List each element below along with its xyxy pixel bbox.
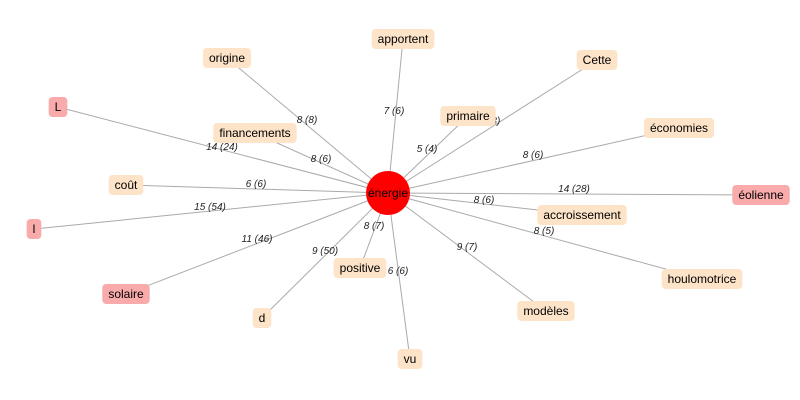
edge-origine (226, 57, 389, 194)
node-box-vu[interactable] (397, 349, 423, 369)
node-box-primaire[interactable] (440, 106, 496, 126)
node-label-modeles: modèles (523, 304, 568, 318)
node-modeles[interactable]: modèles (517, 301, 575, 321)
node-label-origine: origine (209, 51, 245, 65)
edge-label-origine: 8 (8) (297, 115, 318, 126)
edge-label-d: 9 (50) (312, 246, 338, 257)
center-node[interactable]: énergie (366, 171, 410, 215)
edge-labels-layer: 8 (8)7 (6)8 (3)5 (4)8 (6)14 (24)8 (6)6 (… (194, 106, 590, 277)
node-economies[interactable]: économies (643, 118, 715, 138)
center-node-circle[interactable] (366, 171, 410, 215)
edge-label-houlomotrice: 8 (5) (534, 226, 555, 237)
node-box-apportent[interactable] (371, 29, 435, 49)
node-label-accroissement: accroissement (543, 208, 621, 222)
edge-label-vu: 6 (6) (388, 266, 409, 277)
node-label-primaire: primaire (446, 109, 490, 123)
node-label-vu: vu (404, 352, 417, 366)
node-d[interactable]: d (252, 308, 272, 328)
edge-apportent (387, 38, 404, 194)
edge-cette (387, 59, 598, 194)
node-box-accroissement[interactable] (537, 205, 627, 225)
node-l-lower[interactable]: l (26, 219, 42, 239)
edge-houlomotrice (387, 192, 703, 280)
edge-label-solaire: 11 (46) (242, 234, 273, 245)
node-houlomotrice[interactable]: houlomotrice (661, 269, 743, 289)
edge-economies (387, 127, 680, 194)
node-label-positive: positive (340, 261, 381, 275)
node-box-houlomotrice[interactable] (661, 269, 743, 289)
node-label-l-lower: l (33, 222, 36, 236)
edge-d (261, 192, 389, 319)
node-box-solaire[interactable] (102, 284, 150, 304)
node-box-modeles[interactable] (517, 301, 575, 321)
edge-label-primaire: 5 (4) (417, 144, 438, 155)
edge-label-l-upper: 14 (24) (206, 142, 238, 153)
edge-modeles (387, 192, 547, 312)
node-primaire[interactable]: primaire (440, 106, 496, 126)
node-box-financements[interactable] (213, 123, 297, 143)
edge-vu (387, 192, 411, 360)
node-box-cout[interactable] (108, 175, 144, 195)
edge-eolienne (387, 192, 762, 196)
node-box-positive[interactable] (333, 258, 387, 278)
node-box-l-upper[interactable] (48, 97, 68, 117)
edge-label-economies: 8 (6) (523, 150, 544, 161)
node-solaire[interactable]: solaire (102, 284, 150, 304)
node-box-economies[interactable] (643, 118, 715, 138)
node-label-d: d (259, 311, 266, 325)
edge-cout (125, 184, 389, 194)
edge-solaire (125, 192, 389, 295)
node-box-eolienne[interactable] (732, 185, 790, 205)
node-accroissement[interactable]: accroissement (537, 205, 627, 225)
edge-label-cout: 6 (6) (246, 179, 267, 190)
edge-label-accroissement: 8 (6) (474, 195, 495, 206)
node-box-origine[interactable] (202, 48, 252, 68)
node-label-eolienne: éolienne (738, 188, 784, 202)
edge-l-lower (33, 192, 389, 230)
node-cout[interactable]: coût (108, 175, 144, 195)
edge-label-l-lower: 15 (54) (194, 202, 226, 213)
node-label-houlomotrice: houlomotrice (668, 272, 737, 286)
node-label-l-upper: L (55, 100, 62, 114)
node-financements[interactable]: financements (213, 123, 297, 143)
node-label-apportent: apportent (378, 32, 429, 46)
edge-label-apportent: 7 (6) (384, 106, 405, 117)
node-label-financements: financements (219, 126, 290, 140)
edge-l-upper (57, 106, 389, 194)
node-vu[interactable]: vu (397, 349, 423, 369)
node-origine[interactable]: origine (202, 48, 252, 68)
edge-label-modeles: 9 (7) (457, 242, 478, 253)
edge-label-positive: 8 (7) (364, 221, 385, 232)
node-box-l-lower[interactable] (26, 219, 42, 239)
edge-label-eolienne: 14 (28) (558, 184, 590, 195)
node-label-solaire: solaire (108, 287, 144, 301)
node-positive[interactable]: positive (333, 258, 387, 278)
node-box-d[interactable] (252, 308, 272, 328)
node-label-economies: économies (650, 121, 708, 135)
center-node-label: énergie (368, 186, 408, 200)
node-label-cout: coût (115, 178, 138, 192)
edges-layer (33, 38, 762, 360)
node-eolienne[interactable]: éolienne (732, 185, 790, 205)
node-apportent[interactable]: apportent (371, 29, 435, 49)
node-cette[interactable]: Cette (576, 50, 618, 70)
edge-label-financements: 8 (6) (311, 154, 332, 165)
node-label-cette: Cette (583, 53, 612, 67)
node-l-upper[interactable]: L (48, 97, 68, 117)
node-box-cette[interactable] (576, 50, 618, 70)
